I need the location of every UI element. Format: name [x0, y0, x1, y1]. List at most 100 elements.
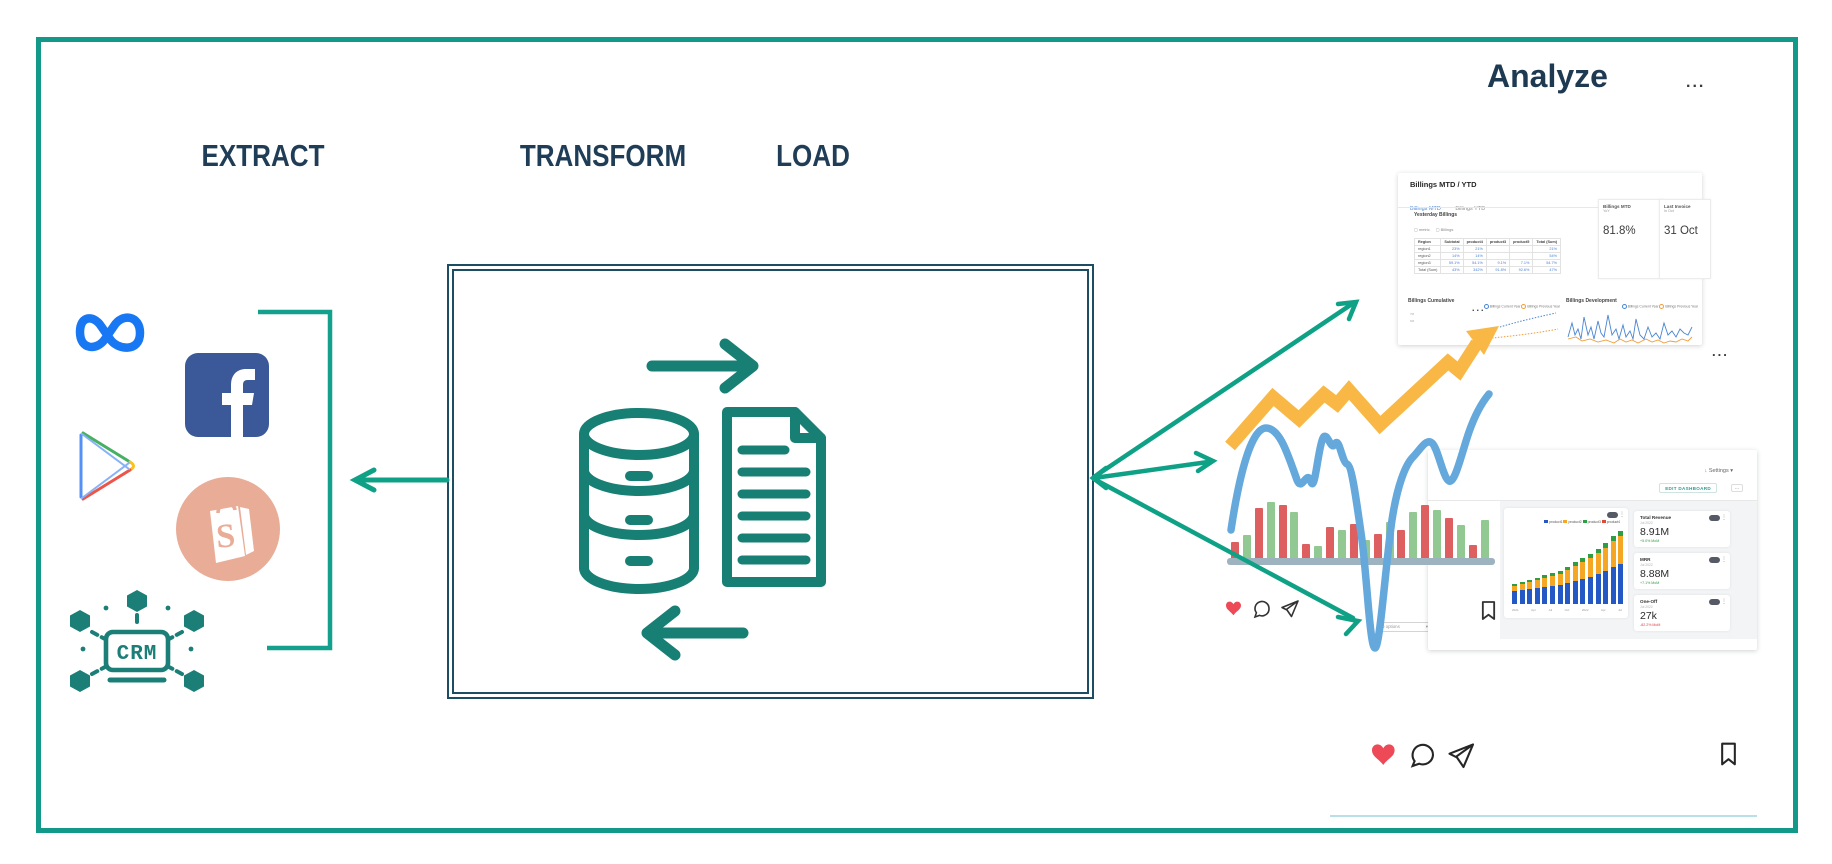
kpi-value: 8.88M	[1640, 568, 1670, 580]
development-sparkline	[1567, 314, 1693, 344]
sync-arrow-right	[646, 338, 759, 394]
facebook-logo	[185, 353, 269, 437]
kpi-kebab-menu[interactable]: ⋮	[1721, 515, 1727, 521]
edit-dashboard-button[interactable]: EDIT DASHBOARD	[1659, 483, 1717, 493]
social-actions-large	[1372, 743, 1475, 769]
kpi-value: 8.91M	[1640, 526, 1670, 538]
sync-arrow-left	[641, 605, 749, 661]
bookmark-icon-mid[interactable]	[1480, 599, 1497, 622]
bar	[1433, 510, 1442, 560]
bar	[1349, 524, 1358, 560]
heading-transform: TRANSFORM	[519, 138, 687, 173]
stacked-chart-legend: product1 product2 product3 product4	[1512, 520, 1620, 524]
kpi-value: 27k	[1640, 610, 1657, 622]
heart-icon	[1372, 744, 1395, 765]
kpi-title: Billings MTD	[1603, 204, 1631, 209]
kpi-billings-mtd: Billings MTD YoY 81.8%	[1598, 199, 1664, 279]
kpi-subtitle: in Oct	[1664, 209, 1674, 213]
cumulative-ellipsis[interactable]: ...	[1472, 303, 1486, 313]
comment-icon	[1410, 743, 1435, 768]
share-icon	[1281, 600, 1299, 618]
kpi-compare-pill	[1709, 557, 1720, 563]
right-ellipsis[interactable]: ...	[1712, 344, 1729, 359]
database-icon	[579, 408, 699, 594]
kpi-title: Total Revenue	[1640, 515, 1672, 520]
legend-item: product4	[1601, 520, 1620, 524]
legend-item: product3	[1582, 520, 1601, 524]
crm-network-icon: CRM	[70, 590, 204, 692]
social-bar-chart	[1231, 485, 1489, 560]
bar	[1421, 505, 1430, 560]
kpi-delta: -82.2% MoM	[1640, 623, 1661, 627]
kpi-period: Jul 2022	[1640, 605, 1653, 609]
chart-compare-pill	[1607, 512, 1618, 518]
svg-text:CRM: CRM	[117, 643, 158, 666]
stacked-bar	[1512, 584, 1517, 604]
heading-extract: EXTRACT	[201, 138, 325, 173]
kpi-delta: +5.0% MoM	[1640, 539, 1660, 543]
bar-chart-baseline	[1227, 558, 1495, 565]
kpi-title: MRR	[1640, 557, 1651, 562]
bar	[1338, 530, 1347, 560]
billings-dashboard-card: Billings MTD / YTD Billings MTD Billings…	[1398, 173, 1711, 345]
stacked-bar	[1519, 582, 1525, 604]
kpi-subtitle: YoY	[1603, 209, 1610, 213]
tab-billings-ytd[interactable]: Billings YTD	[1455, 206, 1486, 212]
tab-billings-mtd[interactable]: Billings MTD	[1410, 206, 1441, 212]
dashboard-more-button[interactable]: …	[1731, 484, 1743, 492]
google-play-logo	[79, 431, 135, 501]
cumulative-sparkline	[1491, 312, 1559, 339]
share-icon	[1448, 743, 1475, 769]
analyze-more-ellipsis[interactable]: ...	[1686, 74, 1706, 91]
chart-kebab-menu[interactable]: ⋮	[1619, 512, 1625, 518]
svg-text:S: S	[215, 517, 236, 555]
stacked-bars	[1512, 531, 1624, 604]
kpi-kebab-menu[interactable]: ⋮	[1721, 557, 1727, 563]
shopify-logo: S	[176, 477, 280, 581]
outer-frame	[36, 37, 1798, 833]
kpi-period: Jul 2022	[1640, 563, 1653, 567]
stacked-bar	[1587, 554, 1593, 604]
bar	[1397, 530, 1406, 560]
legend-item: product2	[1563, 520, 1582, 524]
billings-development-panel: Billings Development Billings Current Ye…	[1566, 298, 1698, 344]
stacked-bar	[1603, 543, 1609, 604]
stacked-bar	[1618, 531, 1624, 604]
comment-icon	[1253, 600, 1270, 619]
bar	[1278, 505, 1287, 560]
stacked-bar	[1580, 558, 1586, 604]
bar	[1254, 508, 1263, 560]
heading-load: LOAD	[776, 138, 850, 173]
kpi-value: 81.8%	[1603, 225, 1636, 237]
development-title: Billings Development	[1566, 298, 1617, 304]
kpi-compare-pill	[1709, 515, 1720, 521]
tab-divider	[1398, 207, 1702, 208]
kpi-delta: +7.1% MoM	[1640, 581, 1660, 585]
stacked-chart-panel: ⋮ product1 product2 product3 product4 20…	[1504, 508, 1628, 618]
bookmark-icon-bottom[interactable]	[1719, 741, 1738, 767]
kpi-title: Last Invoice	[1664, 204, 1691, 209]
meta-logo	[75, 313, 145, 352]
stacked-bar	[1572, 562, 1578, 604]
bar	[1290, 512, 1299, 560]
stacked-bar	[1557, 571, 1563, 604]
bar	[1445, 518, 1454, 560]
bar	[1266, 502, 1275, 560]
bar	[1385, 522, 1394, 560]
kpi-kebab-menu[interactable]: ⋮	[1721, 599, 1727, 605]
kpi-last-invoice: Last Invoice in Oct 31 Oct	[1659, 199, 1711, 279]
caption-select[interactable]: 0 options▾	[1378, 622, 1432, 632]
bar	[1326, 527, 1335, 560]
bar	[1409, 512, 1418, 560]
settings-link[interactable]: ↓ Settings ▾	[1704, 468, 1733, 474]
kpi-compare-pill	[1709, 599, 1720, 605]
data-sync-icon	[579, 338, 826, 661]
kpi-period: Jul 2022	[1640, 521, 1653, 525]
stacked-bar	[1595, 549, 1601, 604]
bar	[1361, 540, 1370, 560]
pivot-panel-title: Yesterday Billings	[1414, 212, 1458, 218]
